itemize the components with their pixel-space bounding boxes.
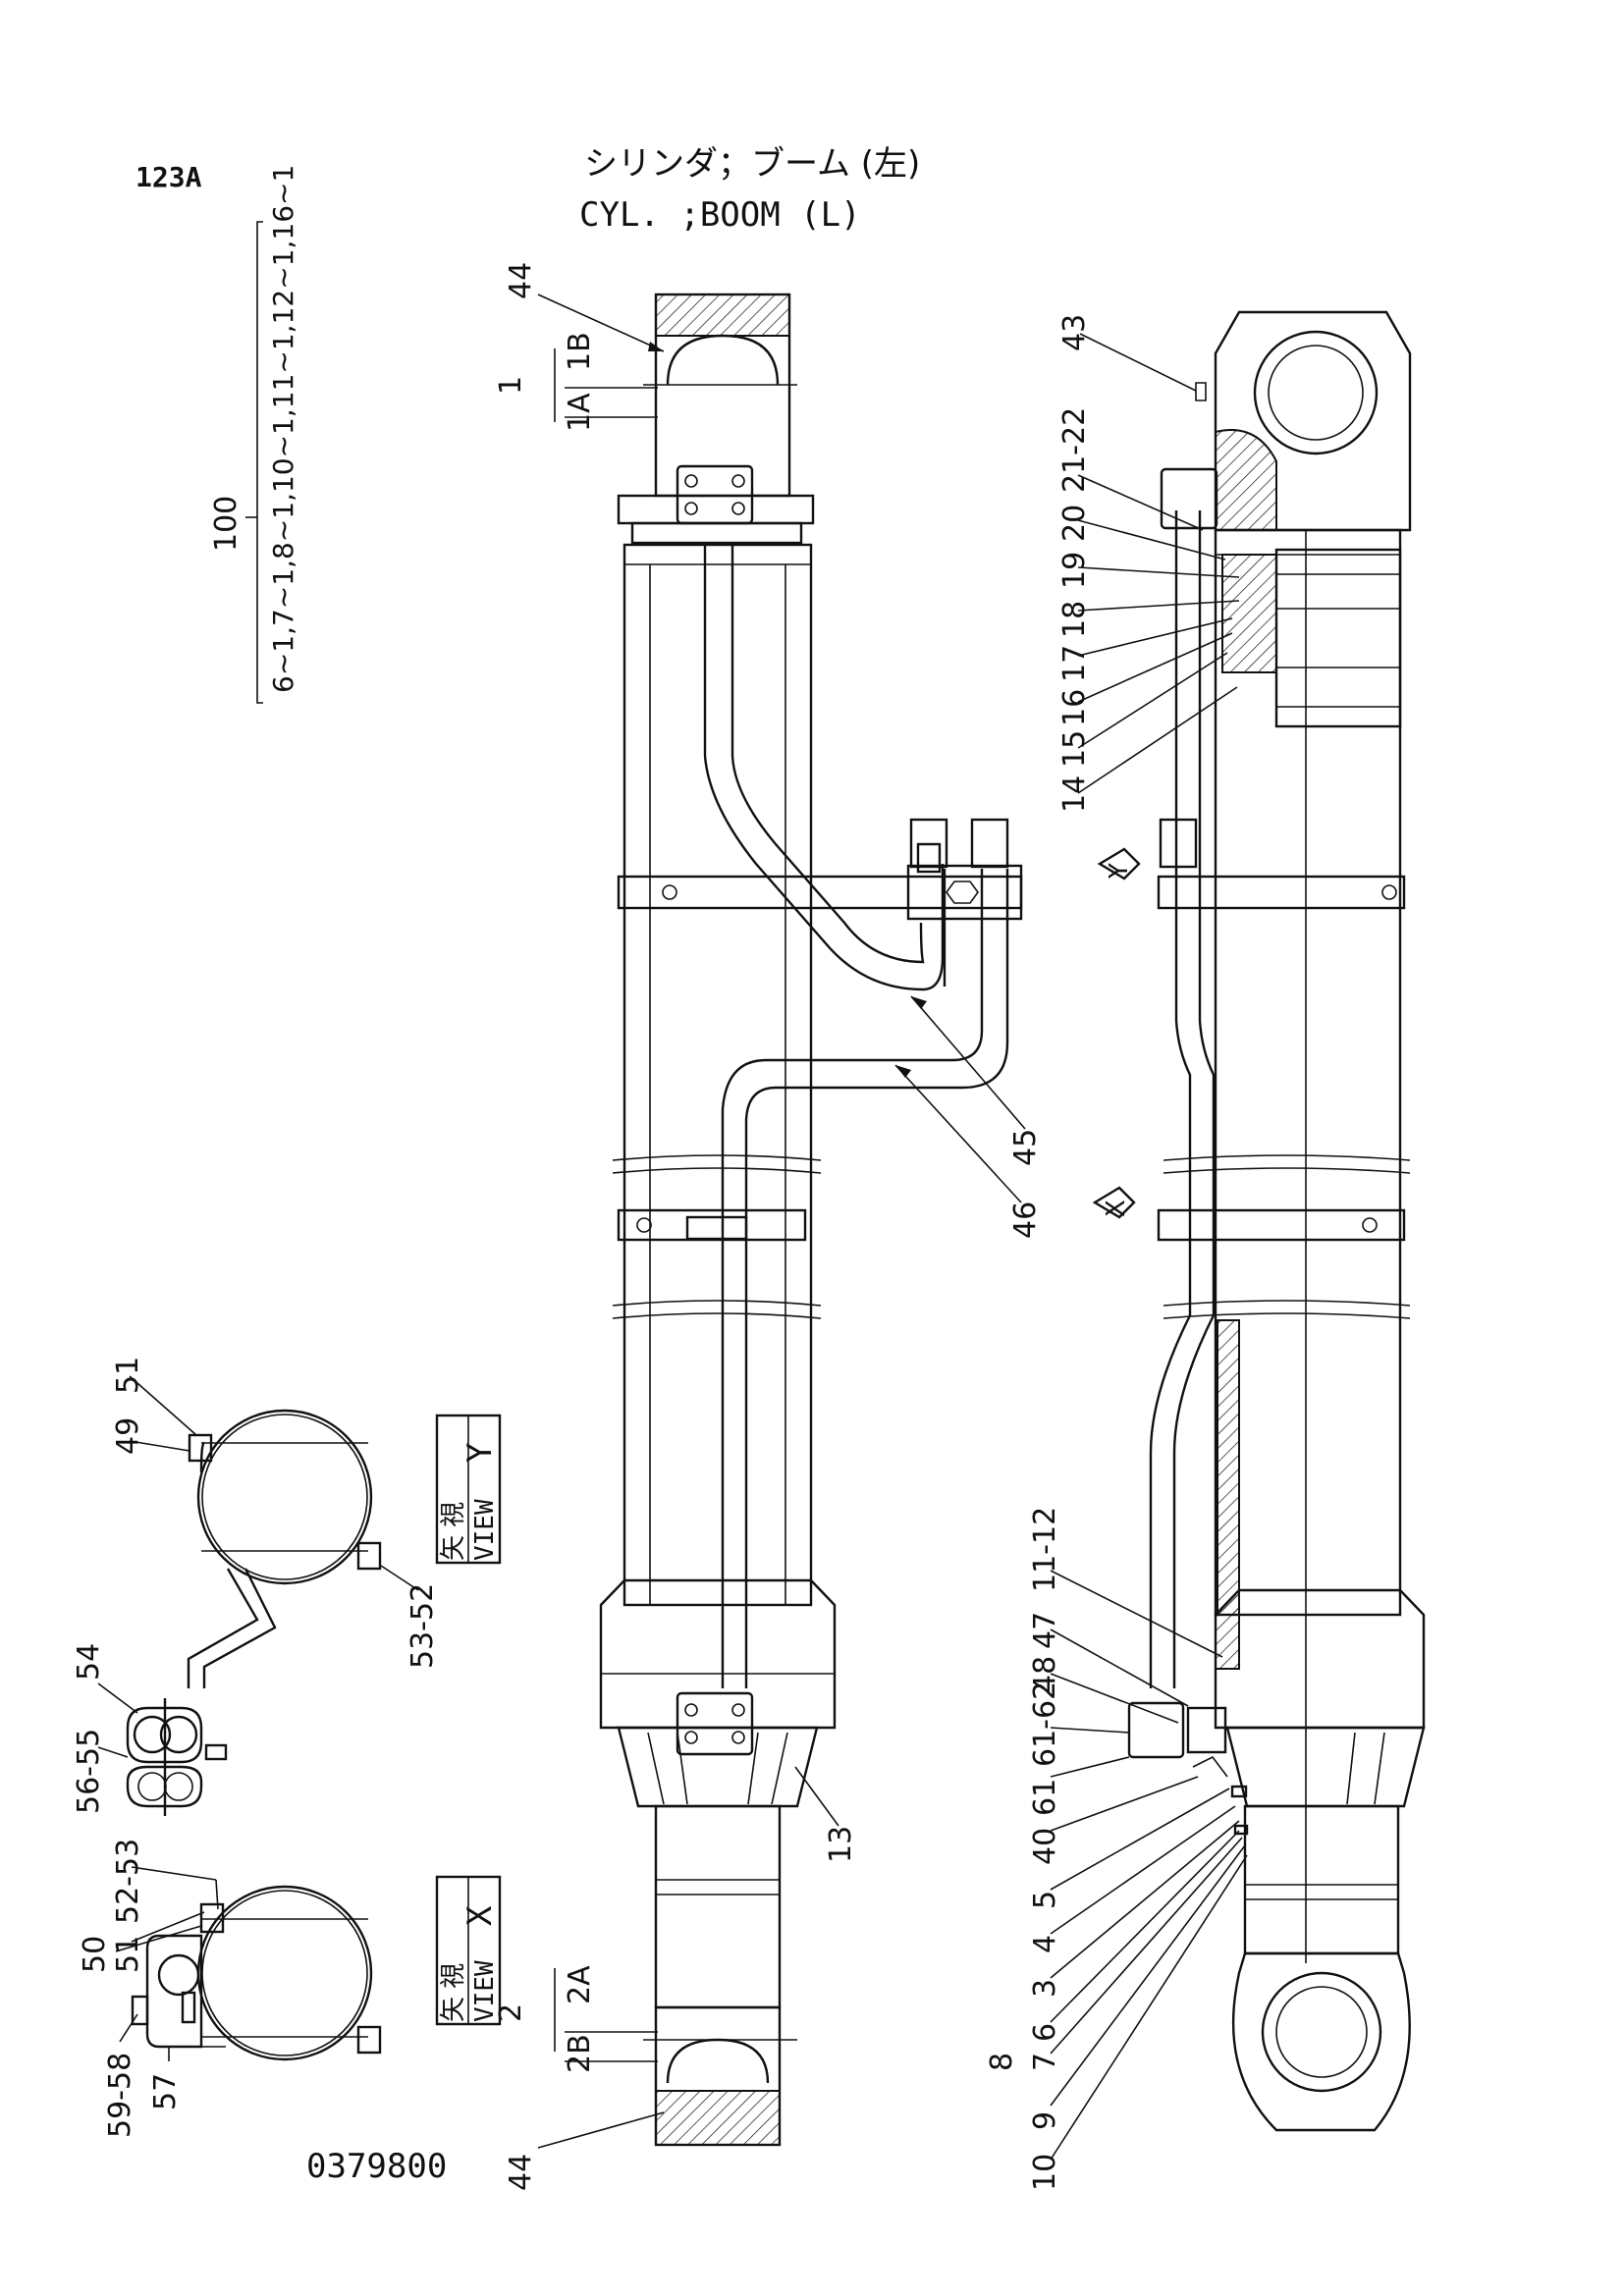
- right-callouts: 43 21-22 20 19 18 17 16 15 14 11-12 47 4…: [985, 314, 1248, 2191]
- callout-56-55: 56-55: [72, 1729, 106, 1814]
- center-cylinder: [599, 293, 1023, 2147]
- assembly-bracket: 100 6~1,7~1,8~1,10~1,11~1,12~1,16~1: [209, 165, 299, 704]
- callout-40: 40: [1028, 1828, 1062, 1865]
- view-x-jp: 矢 視: [439, 1963, 468, 2022]
- view-marker-x: X: [1092, 1186, 1136, 1219]
- callout-2a: 2A: [563, 1965, 597, 2004]
- callout-44-bottom: 44: [504, 2154, 538, 2191]
- callout-9: 9: [1028, 2111, 1062, 2130]
- callout-5: 5: [1028, 1891, 1062, 1909]
- callout-17: 17: [1057, 645, 1092, 682]
- view-x-en: VIEW: [470, 1960, 500, 2022]
- view-y-detail: 矢 視 VIEW Y: [126, 1409, 502, 1816]
- drawing-number: 0379800: [306, 2147, 447, 2186]
- view-y-callouts: 51 49 53-52 54 56-55: [72, 1357, 440, 1814]
- view-x-detail: 矢 視 VIEW X: [131, 1875, 502, 2061]
- callout-43: 43: [1057, 314, 1092, 351]
- callout-6: 6: [1028, 2023, 1062, 2042]
- callout-8: 8: [985, 2053, 1019, 2071]
- callout-10: 10: [1028, 2154, 1062, 2191]
- callout-46: 46: [1008, 1201, 1043, 1239]
- assembly-includes: 6~1,7~1,8~1,10~1,11~1,12~1,16~1: [267, 165, 299, 693]
- view-y-letter: Y: [460, 1443, 500, 1463]
- callout-49: 49: [111, 1417, 145, 1455]
- callout-1b: 1B: [563, 332, 597, 371]
- callout-61: 61: [1028, 1779, 1062, 1816]
- marker-y-letter: Y: [1105, 863, 1134, 880]
- view-x-callouts: 52-53 51 50 59-58 57: [78, 1839, 219, 2138]
- callout-54: 54: [72, 1643, 106, 1681]
- callout-2: 2: [494, 2003, 528, 2022]
- title-en: CYL. ;BOOM (L): [579, 195, 861, 235]
- callout-13: 13: [824, 1826, 858, 1863]
- center-callouts: 44 1 1B 1A 45 46 13 2 2A 2B 44: [494, 262, 1043, 2191]
- callout-7: 7: [1028, 2053, 1062, 2071]
- callout-51-y: 51: [111, 1357, 145, 1394]
- callout-61-62: 61-62: [1028, 1682, 1062, 1767]
- view-marker-y: Y: [1097, 847, 1141, 881]
- view-y-en: VIEW: [470, 1499, 500, 1561]
- callout-50: 50: [78, 1936, 112, 1973]
- callout-1: 1: [494, 376, 528, 395]
- callout-21-22: 21-22: [1057, 407, 1092, 493]
- marker-x-letter: X: [1102, 1200, 1131, 1217]
- callout-51-x: 51: [111, 1936, 145, 1973]
- callout-2b: 2B: [563, 2034, 597, 2073]
- callout-47: 47: [1028, 1612, 1062, 1649]
- assembly-number: 100: [209, 496, 243, 552]
- callout-57: 57: [148, 2073, 183, 2110]
- callout-11-12: 11-12: [1028, 1507, 1062, 1592]
- right-cylinder: [1127, 310, 1426, 2132]
- callout-15: 15: [1057, 730, 1092, 768]
- title-jp: シリンダ；ブーム (左): [584, 144, 920, 184]
- callout-4: 4: [1028, 1935, 1062, 1953]
- callout-3: 3: [1028, 1979, 1062, 1998]
- callout-44-top: 44: [504, 262, 538, 299]
- callout-14: 14: [1057, 775, 1092, 813]
- view-x-letter: X: [460, 1905, 500, 1926]
- callout-59-58: 59-58: [103, 2053, 137, 2138]
- callout-48: 48: [1028, 1656, 1062, 1693]
- callout-16: 16: [1057, 689, 1092, 726]
- callout-52-53-x: 52-53: [111, 1839, 145, 1924]
- callout-1a: 1A: [563, 393, 597, 432]
- callout-18: 18: [1057, 601, 1092, 638]
- callout-53-52-y: 53-52: [406, 1583, 440, 1669]
- callout-45: 45: [1008, 1129, 1043, 1166]
- callout-19: 19: [1057, 552, 1092, 589]
- page-ref: 123A: [135, 161, 202, 193]
- view-y-jp: 矢 視: [439, 1502, 468, 1561]
